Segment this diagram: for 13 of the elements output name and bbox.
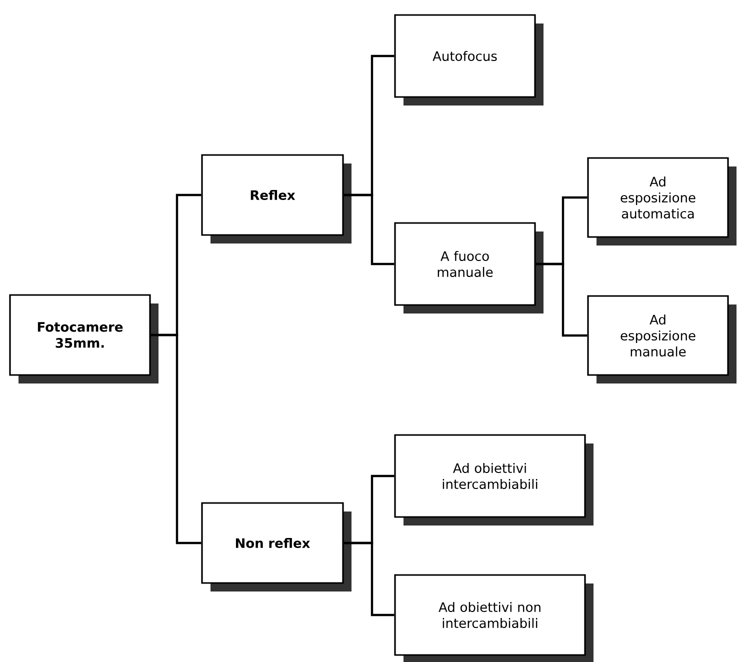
connector-line bbox=[536, 262, 588, 337]
box: Fotocamere 35mm. bbox=[9, 294, 158, 384]
box: Ad obiettivi non intercambiabili bbox=[394, 574, 594, 662]
connector-line bbox=[344, 542, 394, 616]
connector-line bbox=[344, 194, 394, 266]
connector-line bbox=[150, 334, 202, 544]
box: Ad obiettivi intercambiabili bbox=[394, 434, 594, 526]
box: Ad esposizione manuale bbox=[587, 295, 736, 384]
box: Ad esposizione automatica bbox=[587, 157, 736, 246]
box: A fuoco manuale bbox=[394, 222, 544, 314]
box: Non reflex bbox=[201, 502, 352, 592]
box: Autofocus bbox=[394, 14, 544, 106]
box: Reflex bbox=[201, 154, 352, 244]
